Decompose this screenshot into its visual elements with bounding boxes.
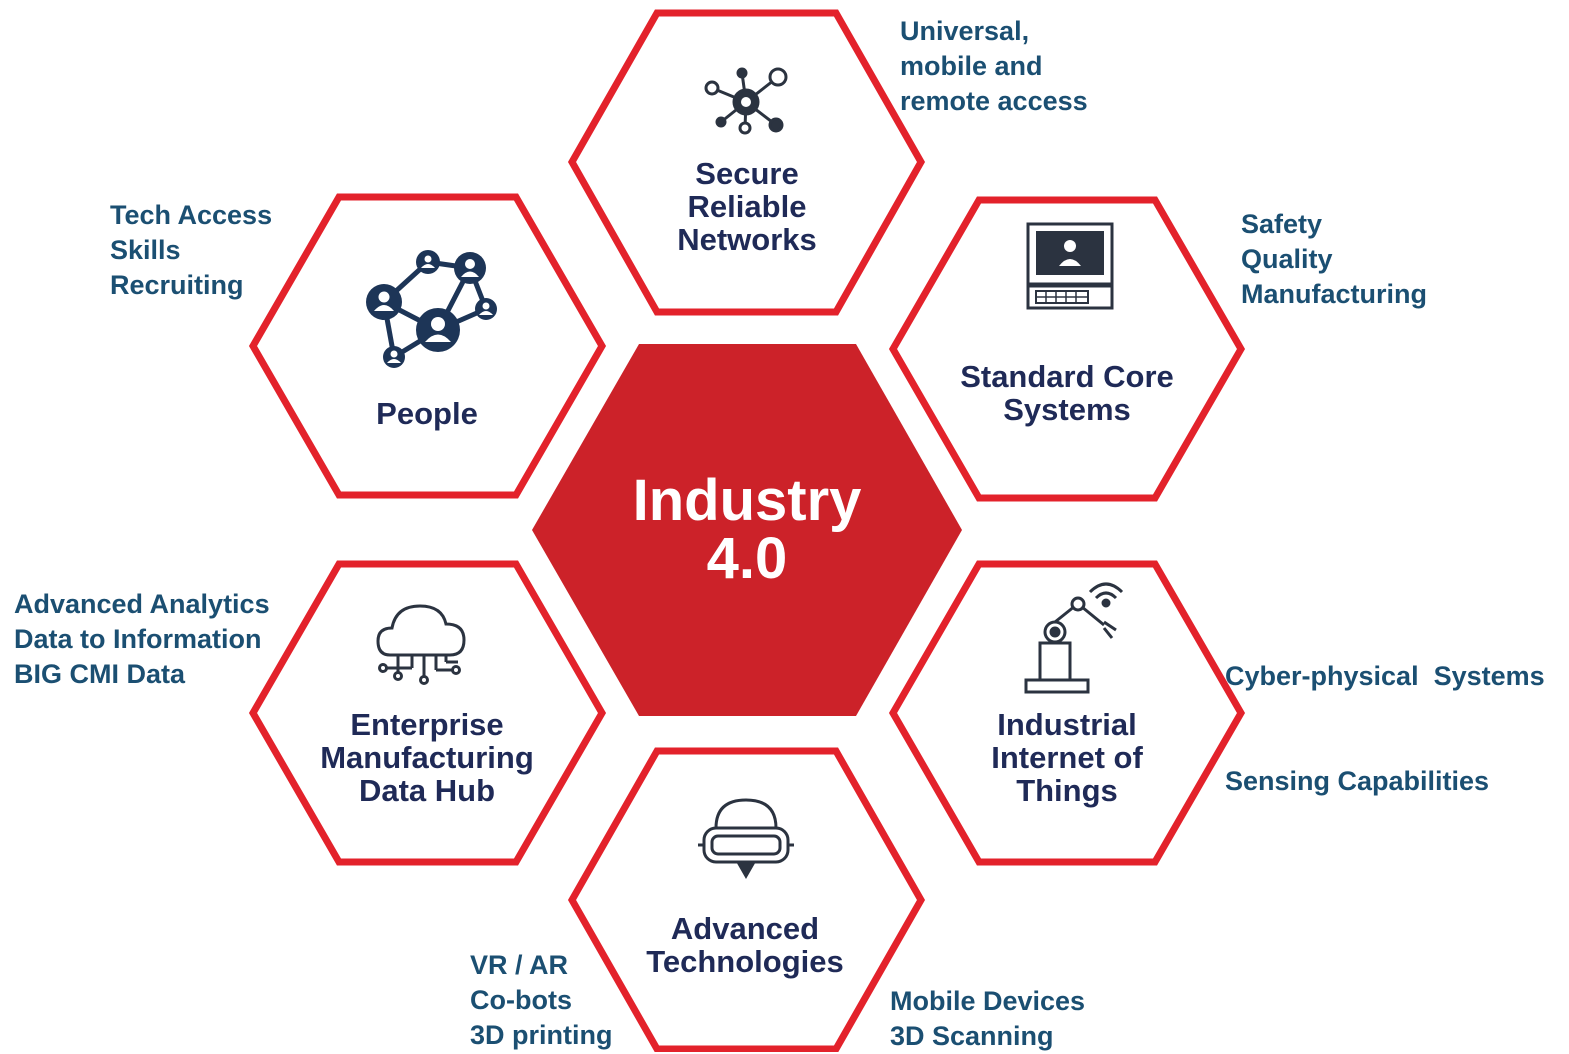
note-line: Skills [110,235,181,265]
notes-data-hub: Advanced Analytics Data to Information B… [14,587,270,692]
hex-standard-core-systems-border [888,196,1246,502]
note-line: remote access [900,86,1088,116]
notes-advanced-technologies-left: VR / AR Co-bots 3D printing [470,948,613,1053]
note-line: BIG CMI Data [14,659,186,689]
hex-data-hub-border [248,560,607,866]
note-line: Advanced Analytics [14,589,270,619]
note-line: Manufacturing [1241,279,1427,309]
note-line: 3D printing [470,1020,613,1050]
notes-standard-core-systems: Safety Quality Manufacturing [1241,207,1427,312]
hex-standard-core-systems: Standard Core Systems [888,196,1246,502]
center-hexagon: Industry 4.0 [532,344,962,716]
notes-iiot: Cyber-physical Systems Sensing Capabilit… [1225,589,1545,834]
computer-terminal-icon [1026,222,1114,310]
hex-secure-networks-title-2: Reliable [688,189,807,224]
note-line: Co-bots [470,985,572,1015]
note-line: 3D Scanning [890,1021,1054,1051]
note-line: VR / AR [470,950,569,980]
hex-data-hub: Enterprise Manufacturing Data Hub [248,560,607,866]
notes-advanced-technologies-right: Mobile Devices 3D Scanning [890,984,1085,1054]
note-line: Quality [1241,244,1333,274]
hex-iiot-title-1: Industrial [997,707,1137,742]
center-title-line-1: Industry [633,468,862,533]
cloud-circuit-icon [376,604,466,685]
note-line: Data to Information [14,624,262,654]
hex-standard-core-systems-title-1: Standard Core [960,359,1174,394]
notes-people: Tech Access Skills Recruiting [110,198,272,303]
hex-data-hub-title-1: Enterprise [350,707,503,742]
notes-secure-networks: Universal, mobile and remote access [900,14,1088,119]
hex-secure-networks-title-1: Secure [695,156,798,191]
hex-advanced-technologies-title-2: Technologies [646,944,844,979]
center-title-line-2: 4.0 [707,526,788,591]
center-hexagon-shape [532,344,962,716]
hex-advanced-technologies-border [567,747,926,1052]
note-line: Mobile Devices [890,986,1086,1016]
hex-people-title: People [376,396,478,431]
hex-people: People [248,193,607,499]
hex-advanced-technologies: Advanced Technologies [567,747,926,1052]
note-line: Safety [1241,209,1323,239]
hex-data-hub-title-2: Manufacturing [320,740,534,775]
hex-secure-networks: Secure Reliable Networks [567,9,926,316]
hex-iiot-border [888,560,1246,866]
hex-secure-networks-border [567,9,926,316]
hex-data-hub-title-3: Data Hub [359,773,495,808]
robot-arm-wifi-icon [1024,582,1124,694]
note-line: mobile and [900,51,1043,81]
note-line: Tech Access [110,200,273,230]
hex-standard-core-systems-title-2: Systems [1003,392,1131,427]
network-hub-icon [704,67,788,135]
hex-advanced-technologies-title-1: Advanced [671,911,819,946]
vr-headset-icon [698,798,794,880]
note-line: Sensing Capabilities [1225,766,1490,796]
hex-secure-networks-title-3: Networks [677,222,817,257]
people-network-icon [366,250,497,368]
hex-iiot: Industrial Internet of Things [888,560,1246,866]
note-line: Universal, [900,16,1030,46]
hex-iiot-title-2: Internet of [991,740,1143,775]
hex-iiot-title-3: Things [1016,773,1118,808]
note-line: Recruiting [110,270,244,300]
note-line: Cyber-physical Systems [1225,661,1545,691]
